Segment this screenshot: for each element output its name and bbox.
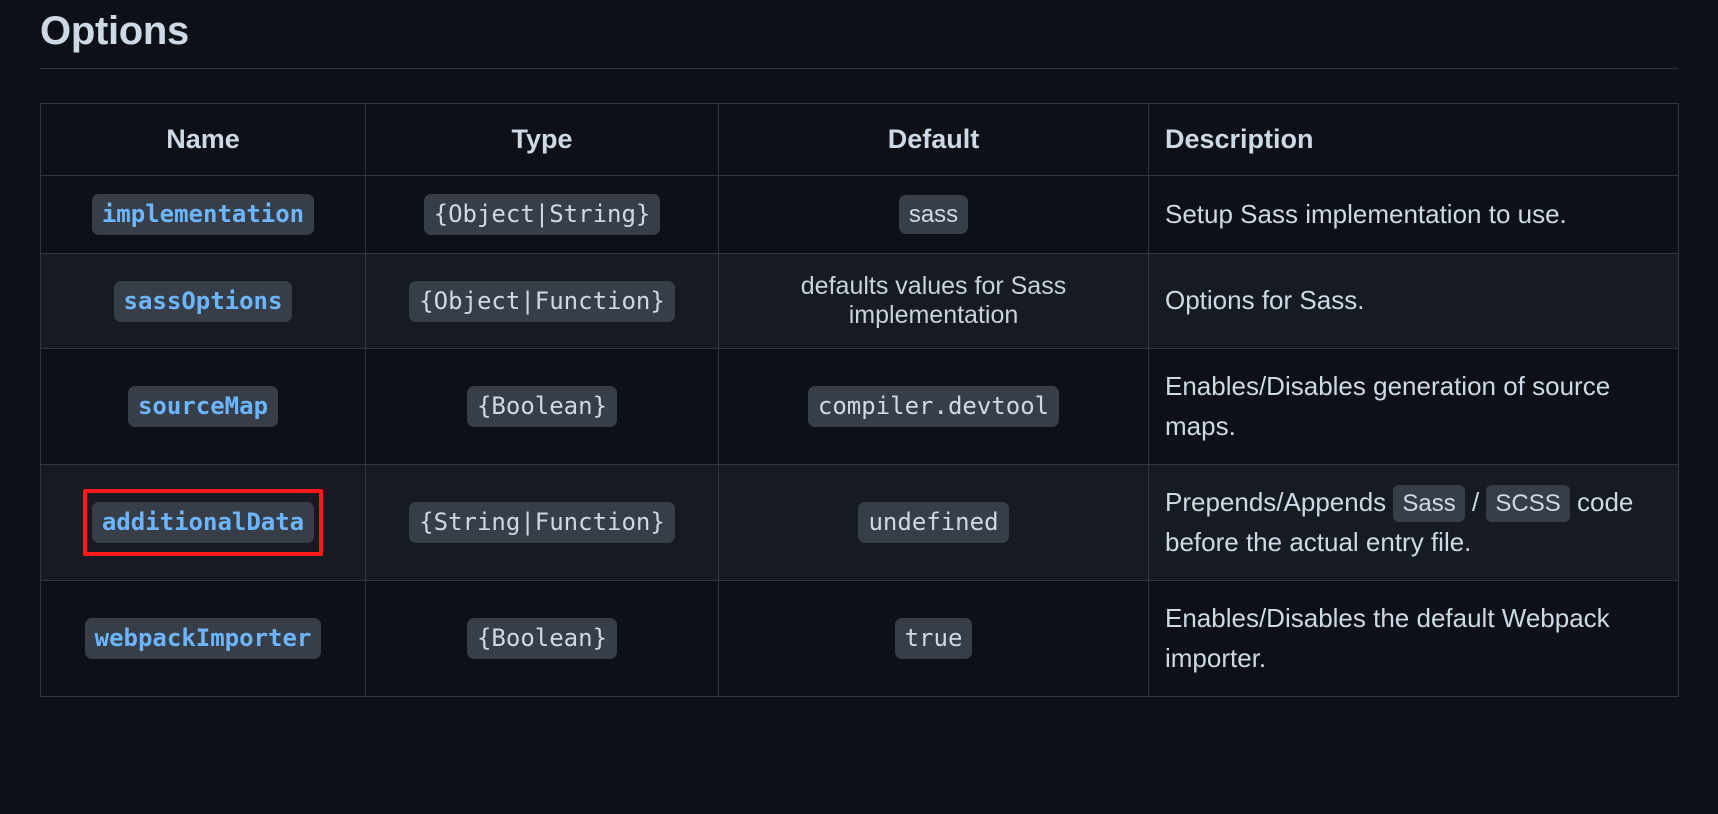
highlight-annotation-wrapper: additionalData [82,489,324,557]
option-type-cell: {Object|Function} [365,253,719,350]
option-default-code: sass [898,195,969,235]
option-type-code: {String|Function} [409,502,675,544]
description-separator: / [1464,487,1487,518]
option-default-cell: true [718,580,1149,698]
table-header: Name Type Default Description [40,103,1679,176]
table-row: webpackImporter {Boolean} true Enables/D… [40,580,1679,698]
option-description-cell: Setup Sass implementation to use. [1148,174,1679,255]
option-default-code: undefined [858,502,1009,544]
table-row: sourceMap {Boolean} compiler.devtool Ena… [40,348,1679,466]
option-description-cell: Prepends/Appends Sass / SCSS code before… [1148,464,1679,582]
option-name-cell: sassOptions [40,253,366,350]
option-type-cell: {Boolean} [365,580,719,698]
column-header-description: Description [1148,103,1679,176]
option-name-code[interactable]: implementation [91,194,315,236]
table-row: sassOptions {Object|Function} defaults v… [40,253,1679,350]
page-title: Options [40,9,189,53]
option-default-code: true [894,618,973,660]
table-body: implementation {Object|String} sass Setu… [40,174,1679,698]
table-row: additionalData {String|Function} undefin… [40,464,1679,582]
option-name-code[interactable]: additionalData [91,502,315,544]
option-description-cell: Enables/Disables generation of source ma… [1148,348,1679,466]
description-lead-text: Prepends/Appends [1165,487,1394,518]
option-default-cell: compiler.devtool [718,348,1149,466]
description-tail-text: code before the actual entry file. [1165,487,1634,557]
option-name-cell: webpackImporter [40,580,366,698]
option-default-cell: sass [718,174,1149,255]
option-name-code[interactable]: sourceMap [127,386,279,428]
table-header-row: Name Type Default Description [40,103,1679,176]
column-header-type: Type [365,103,719,176]
options-page: Options Name Type Default Description im… [40,9,1679,698]
option-type-code: {Object|String} [423,194,661,236]
option-type-cell: {Boolean} [365,348,719,466]
option-default-code: compiler.devtool [807,386,1060,428]
option-description-cell: Enables/Disables the default Webpack imp… [1148,580,1679,698]
option-name-code[interactable]: sassOptions [113,280,293,322]
column-header-name: Name [40,103,366,176]
option-type-code: {Object|Function} [409,280,675,322]
option-default-cell: defaults values for Sass implementation [718,253,1149,350]
option-type-code: {Boolean} [466,386,618,428]
option-name-cell: additionalData [40,464,366,582]
option-name-code[interactable]: webpackImporter [84,618,322,660]
description-code-scss: SCSS [1486,485,1570,523]
option-name-cell: implementation [40,174,366,255]
description-code-sass: Sass [1393,485,1465,523]
option-type-cell: {Object|String} [365,174,719,255]
table-row: implementation {Object|String} sass Setu… [40,174,1679,255]
option-type-cell: {String|Function} [365,464,719,582]
option-type-code: {Boolean} [466,618,618,660]
option-name-cell: sourceMap [40,348,366,466]
option-description-cell: Options for Sass. [1148,253,1679,350]
title-divider [40,68,1678,69]
option-default-cell: undefined [718,464,1149,582]
column-header-default: Default [718,103,1149,176]
options-table: Name Type Default Description implementa… [40,103,1679,698]
